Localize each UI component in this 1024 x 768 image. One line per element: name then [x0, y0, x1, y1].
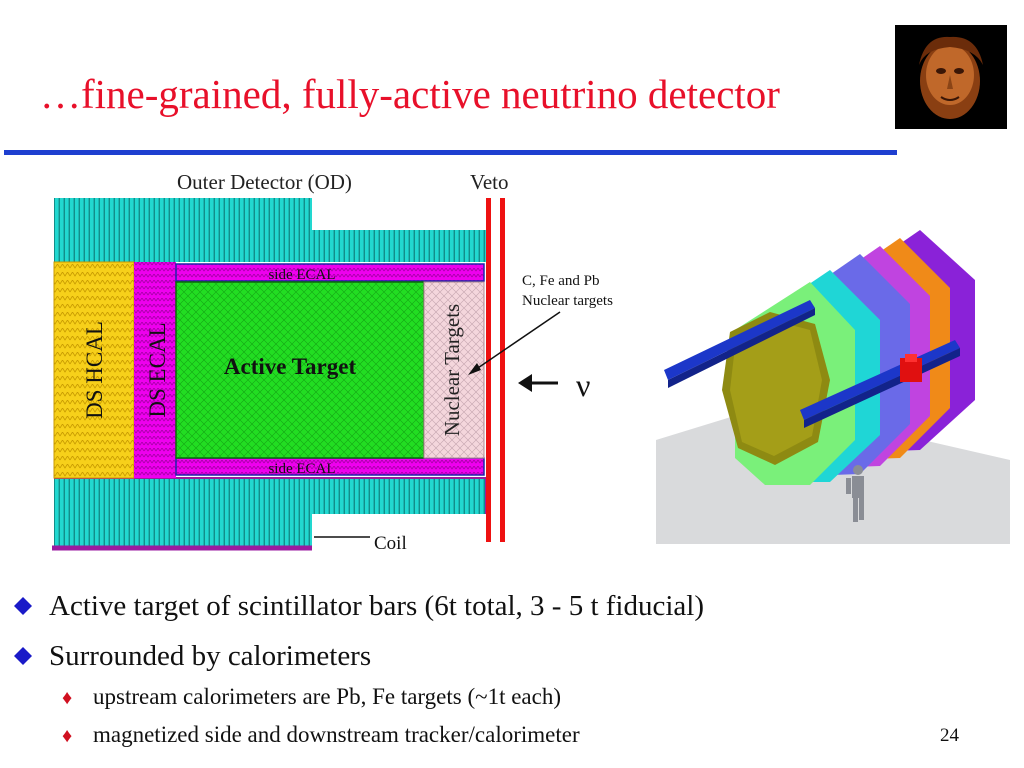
- beam-left: [664, 300, 815, 380]
- active-target-block: [175, 281, 425, 459]
- nuclear-targets-label: Nuclear Targets: [440, 304, 464, 436]
- detector-diagram: Outer Detector (OD) Veto DS HCAL DS ECAL…: [52, 170, 613, 554]
- coil-label: Coil: [374, 533, 407, 554]
- side-ecal-bottom-label: side ECAL: [268, 461, 335, 477]
- targets-note-line2: Nuclear targets: [522, 293, 613, 309]
- diamond-red-icon: ♦: [62, 725, 73, 747]
- person-figure: [846, 465, 864, 522]
- veto-wall-2: [500, 198, 505, 542]
- outer-detector-bottom: [54, 478, 486, 548]
- page-number: 24: [940, 725, 959, 746]
- sub-bullet-text: upstream calorimeters are Pb, Fe targets…: [93, 684, 562, 709]
- veto-wall-1: [486, 198, 491, 542]
- diamond-blue-icon: [14, 647, 32, 665]
- targets-pointer-line: [471, 311, 561, 373]
- neutrino-symbol: ν: [576, 367, 590, 403]
- ds-hcal-block: [53, 261, 135, 479]
- coil-block: [900, 358, 922, 382]
- ds-ecal-label: DS ECAL: [145, 322, 170, 417]
- statue-logo-icon: [895, 25, 1007, 129]
- outer-detector-top: [54, 198, 486, 262]
- diamond-blue-icon: [14, 597, 32, 615]
- bullet-text: Active target of scintillator bars (6t t…: [49, 590, 704, 622]
- diamond-red-icon: ♦: [62, 687, 73, 709]
- targets-pointer-arrowhead: [468, 363, 481, 375]
- bullet-text: Surrounded by calorimeters: [49, 640, 372, 672]
- neutrino-arrowhead: [518, 374, 532, 392]
- sub-bullet-text: magnetized side and downstream tracker/c…: [93, 722, 580, 747]
- side-ecal-top-label: side ECAL: [268, 267, 335, 283]
- outer-detector-label: Outer Detector (OD): [177, 170, 352, 194]
- ds-hcal-label: DS HCAL: [82, 321, 107, 419]
- detector-3d-render: [650, 220, 1010, 544]
- title-divider: [4, 150, 897, 155]
- active-target-label: Active Target: [224, 354, 357, 379]
- veto-label: Veto: [470, 170, 509, 194]
- ds-ecal-block: [134, 262, 176, 478]
- slide-title: …fine-grained, fully-active neutrino det…: [40, 71, 780, 117]
- side-ecal-top: [175, 263, 485, 282]
- targets-note-line1: C, Fe and Pb: [522, 273, 600, 289]
